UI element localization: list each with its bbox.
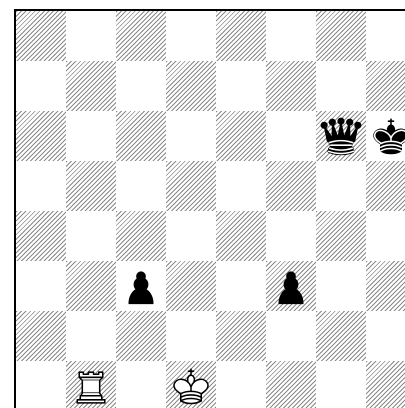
square-b2[interactable] — [66, 311, 116, 361]
square-h4[interactable] — [366, 211, 405, 261]
square-a3[interactable] — [16, 261, 66, 311]
square-e6[interactable] — [216, 111, 266, 161]
black-king-icon[interactable] — [366, 111, 405, 161]
square-h7[interactable] — [366, 61, 405, 111]
square-b3[interactable] — [66, 261, 116, 311]
square-d6[interactable] — [166, 111, 216, 161]
square-f8[interactable] — [266, 11, 316, 61]
square-c4[interactable] — [116, 211, 166, 261]
square-e7[interactable] — [216, 61, 266, 111]
square-a1[interactable] — [16, 361, 66, 408]
square-b8[interactable] — [66, 11, 116, 61]
square-b5[interactable] — [66, 161, 116, 211]
black-pawn-icon[interactable] — [266, 261, 316, 311]
square-a5[interactable] — [16, 161, 66, 211]
square-g7[interactable] — [316, 61, 366, 111]
square-h5[interactable] — [366, 161, 405, 211]
square-g3[interactable] — [316, 261, 366, 311]
square-c6[interactable] — [116, 111, 166, 161]
square-b6[interactable] — [66, 111, 116, 161]
square-f7[interactable] — [266, 61, 316, 111]
square-d2[interactable] — [166, 311, 216, 361]
black-pawn-icon[interactable] — [116, 261, 166, 311]
square-f5[interactable] — [266, 161, 316, 211]
square-f6[interactable] — [266, 111, 316, 161]
chess-board — [14, 9, 405, 408]
square-c3[interactable] — [116, 261, 166, 311]
square-e2[interactable] — [216, 311, 266, 361]
square-b1[interactable] — [66, 361, 116, 408]
square-b7[interactable] — [66, 61, 116, 111]
black-queen-icon[interactable] — [316, 111, 366, 161]
square-h8[interactable] — [366, 11, 405, 61]
square-g5[interactable] — [316, 161, 366, 211]
square-d7[interactable] — [166, 61, 216, 111]
white-king-icon[interactable] — [166, 361, 216, 408]
square-b4[interactable] — [66, 211, 116, 261]
square-g6[interactable] — [316, 111, 366, 161]
square-d1[interactable] — [166, 361, 216, 408]
white-rook-icon[interactable] — [66, 361, 116, 408]
square-a4[interactable] — [16, 211, 66, 261]
square-h2[interactable] — [366, 311, 405, 361]
square-a2[interactable] — [16, 311, 66, 361]
square-c1[interactable] — [116, 361, 166, 408]
square-c2[interactable] — [116, 311, 166, 361]
square-f4[interactable] — [266, 211, 316, 261]
square-d8[interactable] — [166, 11, 216, 61]
square-c7[interactable] — [116, 61, 166, 111]
square-a7[interactable] — [16, 61, 66, 111]
square-e1[interactable] — [216, 361, 266, 408]
square-h6[interactable] — [366, 111, 405, 161]
square-g1[interactable] — [316, 361, 366, 408]
square-h3[interactable] — [366, 261, 405, 311]
square-d4[interactable] — [166, 211, 216, 261]
square-a6[interactable] — [16, 111, 66, 161]
square-d3[interactable] — [166, 261, 216, 311]
square-e5[interactable] — [216, 161, 266, 211]
square-g8[interactable] — [316, 11, 366, 61]
square-c5[interactable] — [116, 161, 166, 211]
square-h1[interactable] — [366, 361, 405, 408]
square-c8[interactable] — [116, 11, 166, 61]
square-e4[interactable] — [216, 211, 266, 261]
square-a8[interactable] — [16, 11, 66, 61]
square-g4[interactable] — [316, 211, 366, 261]
square-f2[interactable] — [266, 311, 316, 361]
square-g2[interactable] — [316, 311, 366, 361]
square-f3[interactable] — [266, 261, 316, 311]
square-f1[interactable] — [266, 361, 316, 408]
square-e8[interactable] — [216, 11, 266, 61]
square-d5[interactable] — [166, 161, 216, 211]
square-e3[interactable] — [216, 261, 266, 311]
